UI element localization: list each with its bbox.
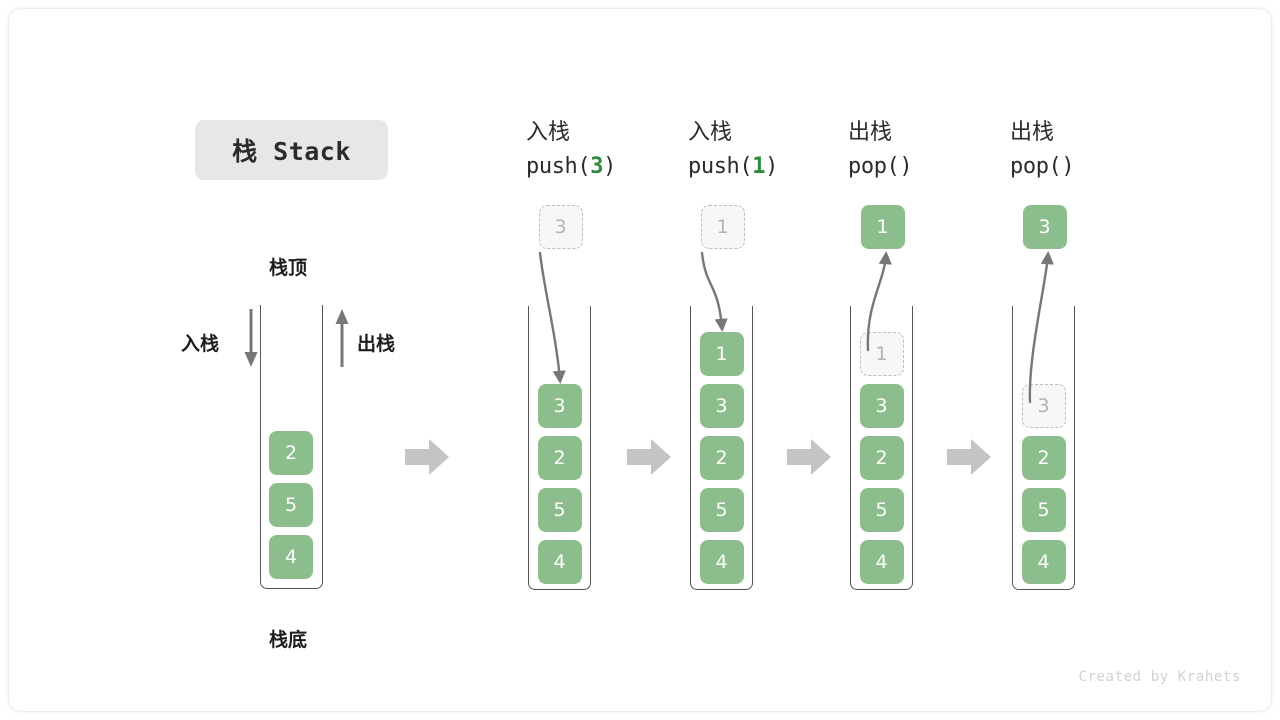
step-header: 入栈 push(1) xyxy=(688,116,778,184)
stack-cell: 2 xyxy=(269,431,313,475)
flow-arrow-icon xyxy=(627,439,671,475)
title-badge-label: 栈 Stack xyxy=(232,137,351,166)
stack-container xyxy=(690,306,753,590)
stack-cell: 4 xyxy=(699,540,744,584)
stack-cell: 2 xyxy=(699,436,744,480)
step-header: 入栈 push(3) xyxy=(526,116,616,184)
stack-cell: 1 xyxy=(699,332,744,376)
stack-container xyxy=(528,306,591,590)
flow-arrow-icon xyxy=(947,439,991,475)
stack-cell: 5 xyxy=(699,488,744,532)
external-value-ghost: 3 xyxy=(538,205,583,249)
step-code-argument: 3 xyxy=(590,154,604,179)
title-badge: 栈 Stack xyxy=(195,120,388,180)
step-operation-label: 入栈 xyxy=(526,120,571,145)
credit-text: Created by Krahets xyxy=(1078,669,1241,685)
push-curve-arrow-icon xyxy=(700,251,728,332)
overview-pop-label: 出栈 xyxy=(357,333,396,355)
pop-curve-arrow-icon xyxy=(1028,251,1054,404)
flow-arrow-icon xyxy=(787,439,831,475)
step-code-label: pop() xyxy=(1010,154,1075,179)
stack-cell: 4 xyxy=(269,535,313,579)
stack-cell: 4 xyxy=(1021,540,1066,584)
overview-panel: 栈顶 入栈 出栈 2 5 4 栈底 xyxy=(159,249,439,659)
stack-cell: 5 xyxy=(537,488,582,532)
push-direction-arrow-icon xyxy=(244,309,258,367)
stack-container xyxy=(1012,306,1075,590)
stack-cell: 2 xyxy=(859,436,904,480)
stack-cell: 2 xyxy=(537,436,582,480)
stack-cell: 5 xyxy=(1021,488,1066,532)
pop-direction-arrow-icon xyxy=(335,309,349,367)
overview-stack-cells: 2 5 4 xyxy=(269,305,313,585)
stack-top-label: 栈顶 xyxy=(269,257,308,279)
stack-cell: 2 xyxy=(1021,436,1066,480)
stack-cell: 3 xyxy=(859,384,904,428)
overview-stack-container xyxy=(260,305,323,589)
step-operation-label: 出栈 xyxy=(1010,120,1055,145)
stack-cell: 5 xyxy=(269,483,313,527)
flow-arrow-icon xyxy=(405,439,449,475)
step-operation-label: 出栈 xyxy=(848,120,893,145)
step-code-label: push(3) xyxy=(526,154,616,179)
pop-curve-arrow-icon xyxy=(866,251,892,352)
step-header: 出栈 pop() xyxy=(1010,116,1075,184)
external-value-ghost: 1 xyxy=(700,205,745,249)
overview-push-label: 入栈 xyxy=(181,333,220,355)
external-value: 1 xyxy=(860,205,905,249)
stack-cells: 1 3 2 5 4 xyxy=(699,332,744,584)
step-header: 出栈 pop() xyxy=(848,116,913,184)
step-operation-label: 入栈 xyxy=(688,120,733,145)
stack-cell: 4 xyxy=(537,540,582,584)
stack-cell: 4 xyxy=(859,540,904,584)
step-code-label: pop() xyxy=(848,154,913,179)
stack-container xyxy=(850,306,913,590)
stack-cell: 5 xyxy=(859,488,904,532)
stack-bottom-label: 栈底 xyxy=(269,629,308,651)
push-curve-arrow-icon xyxy=(538,251,566,384)
stack-cell: 3 xyxy=(699,384,744,428)
stack-cells: 3 2 5 4 xyxy=(537,384,582,584)
step-code-label: push(1) xyxy=(688,154,778,179)
step-code-argument: 1 xyxy=(752,154,766,179)
stack-cell: 3 xyxy=(537,384,582,428)
external-value: 3 xyxy=(1022,205,1067,249)
